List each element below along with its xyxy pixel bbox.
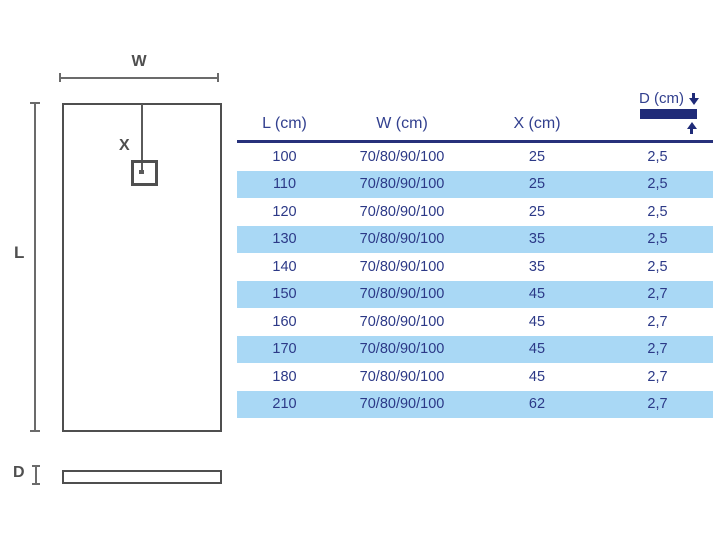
depth-thickness-bar: [640, 109, 697, 119]
table-row: 130 70/80/90/100 35 2,5: [237, 225, 713, 253]
table-row: 180 70/80/90/100 45 2,7: [237, 363, 713, 391]
arrow-down-icon: [688, 92, 699, 105]
table-row: 170 70/80/90/100 45 2,7: [237, 335, 713, 363]
depth-dimension-tick-bottom: [32, 483, 40, 485]
cell-width: 70/80/90/100: [359, 258, 445, 275]
width-dimension-label: W: [131, 53, 148, 70]
cell-width: 70/80/90/100: [359, 286, 445, 303]
column-header-depth: D (cm): [602, 88, 713, 140]
length-dimension-line: [34, 103, 36, 432]
width-dimension-tick-right: [217, 73, 219, 82]
cell-length: 180: [272, 368, 297, 385]
cell-depth: 2,7: [647, 341, 668, 358]
width-dimension-line: [60, 77, 219, 79]
cell-length: 140: [272, 258, 297, 275]
cell-width: 70/80/90/100: [359, 396, 445, 413]
cell-x-offset: 35: [528, 231, 546, 248]
cell-length: 110: [272, 176, 297, 193]
table-row: 160 70/80/90/100 45 2,7: [237, 308, 713, 336]
cell-width: 70/80/90/100: [359, 368, 445, 385]
length-dimension-tick-top: [30, 102, 40, 104]
cell-x-offset: 45: [528, 313, 546, 330]
cell-depth: 2,5: [647, 148, 668, 165]
cell-depth: 2,5: [647, 231, 668, 248]
cell-width: 70/80/90/100: [359, 313, 445, 330]
cell-depth: 2,7: [647, 396, 668, 413]
table-row: 100 70/80/90/100 25 2,5: [237, 143, 713, 171]
cell-length: 150: [272, 286, 297, 303]
length-dimension-tick-bottom: [30, 430, 40, 432]
depth-dimension-label: D: [13, 464, 25, 481]
cell-depth: 2,5: [647, 203, 668, 220]
drain-center-mark: [139, 170, 144, 174]
cell-depth: 2,5: [647, 176, 668, 193]
table-row: 140 70/80/90/100 35 2,5: [237, 253, 713, 281]
length-dimension-label: L: [14, 243, 25, 262]
cell-x-offset: 45: [528, 341, 546, 358]
cell-length: 120: [272, 203, 297, 220]
column-header-x-offset: X (cm): [513, 115, 561, 132]
cell-x-offset: 62: [528, 396, 546, 413]
cell-depth: 2,7: [647, 313, 668, 330]
table-row: 120 70/80/90/100 25 2,5: [237, 198, 713, 226]
cell-x-offset: 35: [528, 258, 546, 275]
table-body: 100 70/80/90/100 25 2,5 110 70/80/90/100…: [237, 143, 713, 418]
header-divider-line: [237, 140, 713, 143]
cell-width: 70/80/90/100: [359, 231, 445, 248]
cell-length: 130: [272, 231, 297, 248]
cell-x-offset: 25: [528, 203, 546, 220]
table-header-row: L (cm) W (cm) X (cm) D (cm): [237, 88, 713, 140]
cell-x-offset: 45: [528, 368, 546, 385]
cell-depth: 2,7: [647, 368, 668, 385]
cell-width: 70/80/90/100: [359, 341, 445, 358]
cell-length: 100: [272, 148, 297, 165]
table-row: 110 70/80/90/100 25 2,5: [237, 170, 713, 198]
table-row: 150 70/80/90/100 45 2,7: [237, 280, 713, 308]
drain-offset-label: X: [119, 137, 130, 154]
tray-side-view-outline: [62, 470, 222, 484]
cell-width: 70/80/90/100: [359, 176, 445, 193]
cell-x-offset: 25: [528, 148, 546, 165]
cell-length: 210: [272, 396, 297, 413]
cell-depth: 2,7: [647, 286, 668, 303]
cell-length: 170: [272, 341, 297, 358]
depth-dimension-tick-top: [32, 465, 40, 467]
depth-dimension-line: [35, 466, 37, 484]
column-header-length: L (cm): [262, 115, 307, 132]
table-row: 210 70/80/90/100 62 2,7: [237, 390, 713, 418]
column-header-width: W (cm): [376, 115, 428, 132]
arrow-up-icon: [686, 122, 697, 134]
cell-length: 160: [272, 313, 297, 330]
cell-depth: 2,5: [647, 258, 668, 275]
cell-width: 70/80/90/100: [359, 203, 445, 220]
cell-x-offset: 25: [528, 176, 546, 193]
cell-x-offset: 45: [528, 286, 546, 303]
drain-center-line: [141, 104, 143, 173]
drain-square: [131, 160, 158, 186]
cell-width: 70/80/90/100: [359, 148, 445, 165]
width-dimension-tick-left: [59, 73, 61, 82]
column-header-depth-label: D (cm): [639, 90, 684, 107]
dimensions-table: L (cm) W (cm) X (cm) D (cm) 100 70/80/90…: [237, 88, 713, 418]
